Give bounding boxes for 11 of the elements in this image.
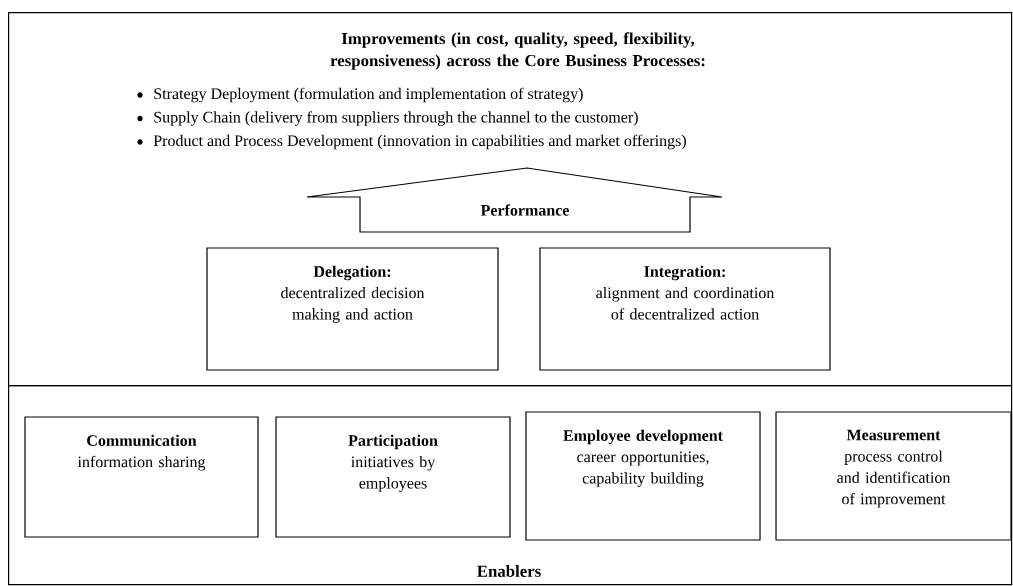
heading: Improvements (in cost, quality, speed, flexibility, responsiveness) across the Core Business Processes: [330, 32, 705, 70]
heading: Enablers [477, 565, 541, 577]
text-box: Measurement process control and identification of improvement [775, 411, 1012, 541]
bullet-item: Strategy Deployment (formulation and implementation of strategy) [137, 87, 583, 103]
text-box: Delegation: decentralized decision making and action [206, 247, 499, 371]
text-box: Integration: alignment and coordination of decentralized action [539, 247, 831, 371]
text-box: Employee development career opportunities, capability building [525, 411, 761, 541]
bullet-item: Supply Chain (delivery from suppliers through the channel to the customer) [137, 111, 638, 126]
bullet-item: Product and Process Development (innovation in capabilities and market offerings) [137, 134, 686, 150]
text-box: Communication information sharing [24, 416, 259, 538]
text-box: Participation initiatives by employees [275, 416, 511, 538]
